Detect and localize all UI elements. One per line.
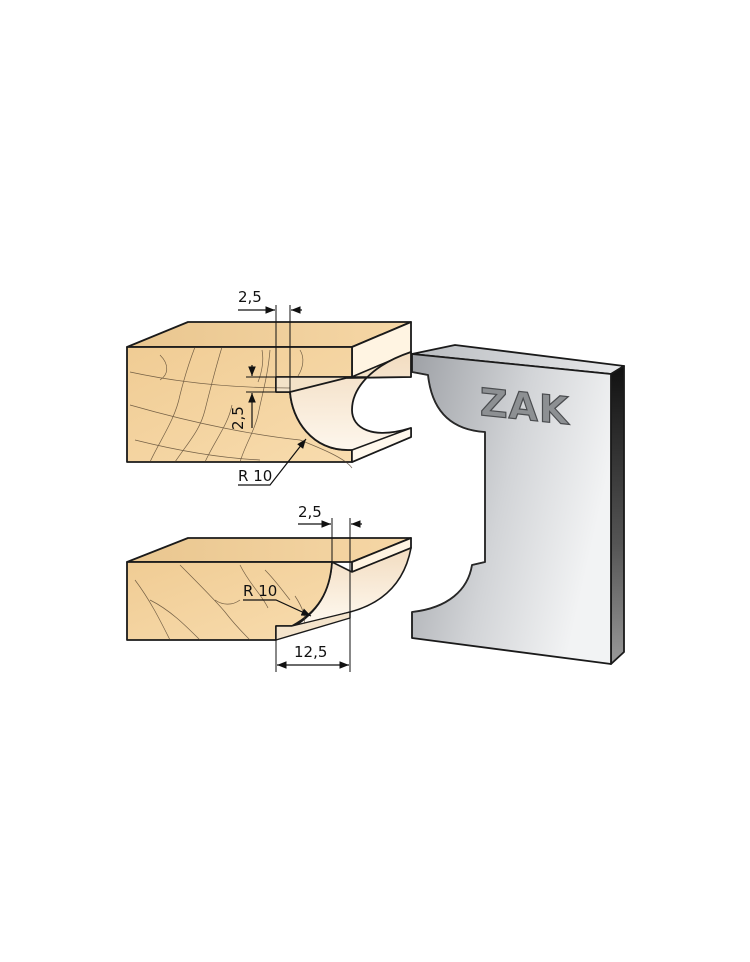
top-wood-grain xyxy=(129,346,353,469)
bottom-width-dim-label: 12,5 xyxy=(294,643,327,661)
top-radius-label: R 10 xyxy=(238,467,272,485)
bottom-dimensions: 2,5 12,5 R 10 xyxy=(243,503,362,672)
top-wood-cove-curve xyxy=(289,351,412,463)
knife-side-edge xyxy=(610,365,625,665)
top-dimensions: 2,5 2,5 R 10 xyxy=(229,288,307,486)
steel-knife: ZAK xyxy=(411,344,625,665)
top-width-dim-label: 2,5 xyxy=(238,288,262,306)
top-radius-leader xyxy=(238,438,307,486)
top-wood-profile xyxy=(126,321,412,469)
top-depth-dim-label: 2,5 xyxy=(229,406,247,430)
bottom-radius-leader xyxy=(243,599,312,617)
knife-profile-bevel xyxy=(411,371,486,613)
bottom-radius-label: R 10 xyxy=(243,582,277,600)
top-wood-bottom-lip xyxy=(351,427,412,463)
zak-logo: ZAK xyxy=(480,380,570,433)
bottom-offset-dim-label: 2,5 xyxy=(298,503,322,521)
